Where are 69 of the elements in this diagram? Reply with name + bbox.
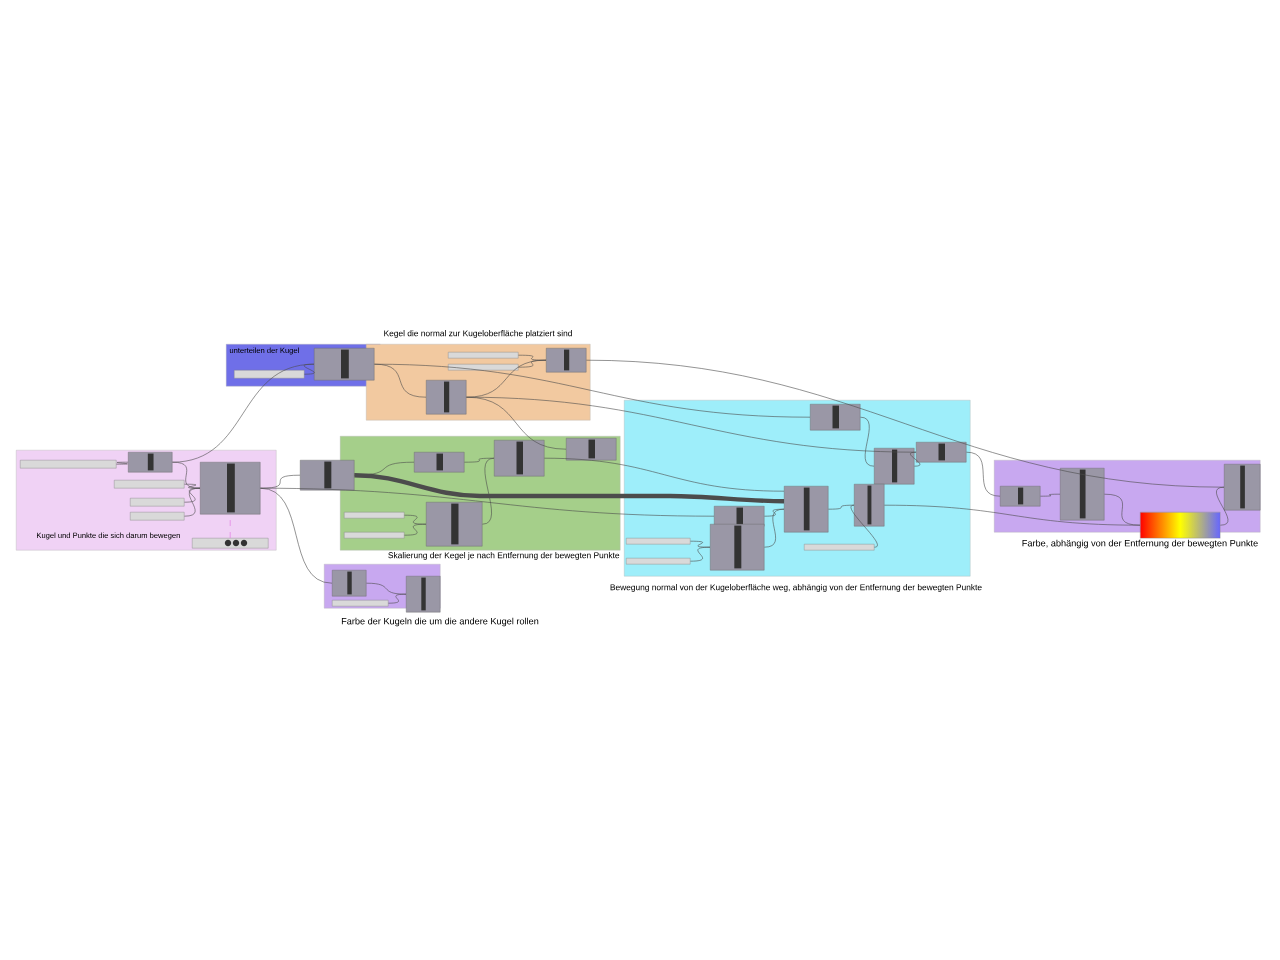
wire	[184, 487, 201, 503]
wire	[690, 540, 711, 548]
component-box	[784, 486, 829, 533]
component-box	[810, 404, 861, 431]
wire	[690, 546, 711, 562]
slider	[344, 512, 405, 519]
component-box	[916, 442, 967, 463]
slider	[332, 600, 389, 607]
slider	[626, 538, 691, 545]
wire	[388, 593, 407, 604]
slider	[234, 370, 305, 379]
wire	[303, 363, 315, 375]
gradient-bar	[1140, 512, 1221, 539]
slider	[130, 512, 185, 521]
component-box	[406, 576, 441, 613]
wire	[966, 451, 1001, 497]
wire	[464, 457, 495, 463]
component-box	[714, 506, 765, 527]
wire	[374, 363, 811, 418]
component-box	[300, 460, 355, 491]
slider	[448, 352, 519, 359]
wire	[1216, 486, 1229, 526]
slider	[130, 498, 185, 507]
wire	[366, 582, 407, 595]
wire	[544, 457, 785, 492]
component-box	[566, 438, 617, 461]
component-box	[314, 348, 375, 381]
component-box	[426, 380, 467, 415]
wire	[828, 504, 855, 510]
component-box	[128, 452, 173, 473]
component-box	[426, 502, 483, 547]
slider	[20, 460, 117, 469]
swatch-bar	[192, 538, 269, 549]
wire	[466, 359, 547, 398]
wire	[354, 473, 785, 504]
component-box	[200, 462, 261, 515]
slider	[626, 558, 691, 565]
component-box	[494, 440, 545, 477]
wire	[184, 483, 201, 489]
wire	[1104, 493, 1141, 526]
wire	[910, 451, 921, 467]
component-box	[854, 484, 885, 527]
wire	[260, 487, 715, 517]
wire	[229, 514, 231, 539]
slider	[114, 480, 185, 489]
component-box	[874, 448, 915, 485]
wire	[404, 523, 427, 536]
wire	[172, 461, 201, 489]
wire	[850, 504, 878, 548]
wire	[764, 508, 785, 548]
component-box	[414, 452, 465, 473]
wire	[860, 416, 875, 467]
component-box	[1224, 464, 1261, 511]
wire	[518, 354, 547, 361]
slider	[804, 544, 875, 551]
wire	[184, 487, 201, 517]
wire	[586, 359, 1225, 488]
wire	[116, 461, 129, 465]
component-box	[1060, 468, 1105, 521]
wire	[482, 457, 495, 525]
component-box	[546, 348, 587, 373]
wire	[1040, 493, 1061, 497]
wire	[404, 514, 427, 525]
component-box	[332, 570, 367, 597]
slider	[344, 532, 405, 539]
component-box	[1000, 486, 1041, 507]
wire	[260, 474, 301, 489]
wire	[466, 396, 567, 450]
slider	[448, 364, 519, 371]
